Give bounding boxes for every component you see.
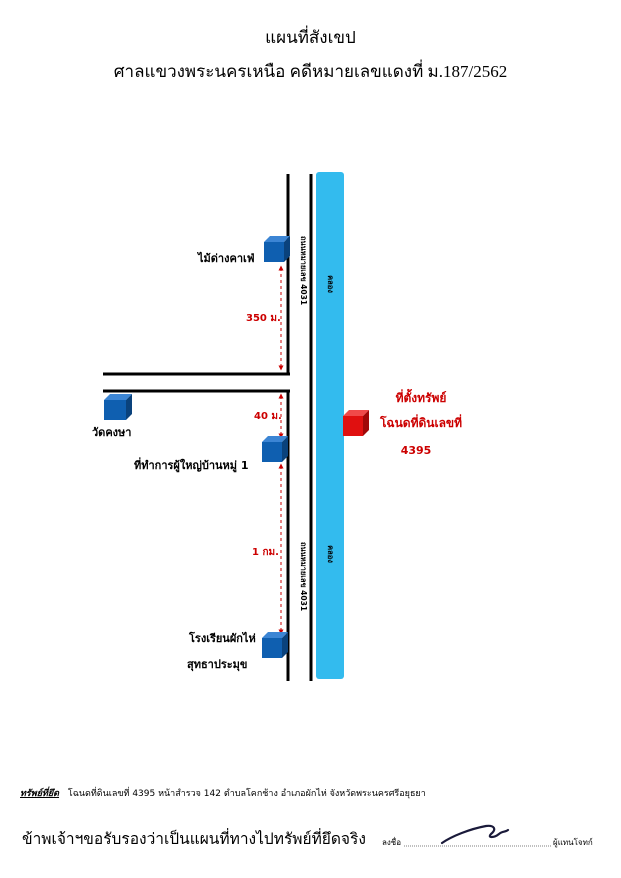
seized-property-line: ทรัพย์ที่ยึด โฉนดที่ดินเลขที่ 4395 หน้าส… (20, 786, 426, 800)
school-marker-icon (262, 632, 288, 658)
canal-label-bottom: คลอง (326, 545, 335, 563)
cafe-marker-icon (264, 236, 290, 262)
sign-label: ลงชื่อ (382, 838, 402, 847)
property-marker-icon (343, 410, 369, 436)
school-label-line2: สุทธาประมุข (187, 658, 248, 671)
signature-mark (440, 824, 510, 845)
temple-marker-icon (104, 394, 132, 420)
distance-label-350m: 350 ม. (246, 313, 281, 324)
distance-label-1km: 1 กม. (252, 547, 279, 558)
sign-role: ผู้แทนโจทก์ (553, 838, 593, 847)
temple-label: วัดคงษา (92, 426, 132, 439)
property-label-title: ที่ตั้งทรัพย์ (395, 391, 447, 405)
page-title: แผนที่สังเขป (265, 28, 356, 47)
certification-statement: ข้าพเจ้าฯขอรับรองว่าเป็นแผนที่ทางไปทรัพย… (22, 831, 366, 848)
canal-label-top: คลอง (326, 275, 335, 293)
property-label-deed: โฉนดที่ดินเลขที่ (379, 416, 463, 430)
school-label-line1: โรงเรียนผักไห่ (189, 632, 256, 645)
property-deed-number: 4395 (400, 444, 432, 457)
headman-office-marker-icon (262, 436, 288, 462)
canal (316, 172, 344, 679)
seized-label: ทรัพย์ที่ยึด (20, 789, 60, 799)
distance-label-40m: 40 ม. (254, 411, 282, 422)
seized-text: โฉนดที่ดินเลขที่ 4395 หน้าสำรวจ 142 ตำบล… (67, 789, 426, 799)
road-label-bottom: ถนนหมายเลข 4031 (299, 542, 308, 612)
page-subtitle: ศาลแขวงพระนครเหนือ คดีหมายเลขแดงที่ ม.18… (113, 62, 508, 81)
headman-office-label: ที่ทำการผู้ใหญ่บ้านหมู่ 1 (134, 459, 249, 472)
road-label-top: ถนนหมายเลข 4031 (299, 236, 308, 306)
cafe-label: ไม้ด่างคาเฟ่ (198, 252, 255, 265)
